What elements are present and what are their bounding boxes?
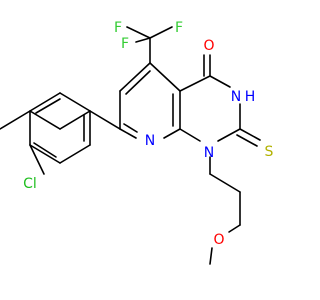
bond-c2-n1 [217, 128, 241, 142]
bond-aryl-ring-3 [29, 144, 61, 164]
bond-aryl-b-c [29, 110, 61, 130]
bond-aryl-cl [29, 144, 45, 175]
molecule-structure-diagram: F F F O N H S N N O Cl [0, 20, 274, 265]
bond-ch2-c-o [228, 224, 241, 233]
bond-aryl-ring-double-2 [33, 142, 57, 158]
bond-ch2-a-ch2-b [209, 173, 241, 193]
bond-aryl-ring-6 [59, 92, 91, 112]
bond-c5-c4a [149, 62, 181, 92]
bond-aryl-ring-double-3 [35, 98, 61, 114]
bond-cf3-f-upper-left [126, 26, 151, 39]
bond-n8-c7-double [123, 123, 138, 133]
atom-o-ether: O [213, 232, 224, 248]
atom-f-upper-left: F [114, 20, 122, 36]
bond-c8a-n8 [163, 128, 181, 139]
atom-o-carbonyl: O [203, 38, 214, 54]
bonds [0, 26, 261, 265]
bond-aryl-ring-5 [29, 92, 61, 112]
atom-n1: N [204, 145, 214, 161]
bond-aryl-ring-2 [59, 144, 91, 164]
bond-c4-n3 [209, 75, 231, 88]
bond-c7-aryl [89, 110, 121, 130]
bond-c6-c5-double [125, 70, 151, 95]
bond-n1-c8a [179, 128, 201, 142]
bond-c2-s [239, 128, 261, 141]
atom-n-pyridine: N [145, 133, 155, 149]
atom-f-left: F [121, 36, 129, 52]
atom-s-thione: S [265, 144, 274, 160]
bond-aryl-c-d [0, 110, 31, 130]
bond-cf3-f-upper-right [149, 26, 173, 39]
bond-c6-c5 [119, 62, 151, 92]
bond-n8-c7 [119, 128, 137, 139]
bond-c4a-c4 [179, 75, 211, 92]
bond-aryl-a-b [59, 110, 91, 130]
bond-c2-s-double [236, 134, 258, 147]
atom-n-ring-h: N [231, 89, 241, 105]
atom-labels: F F F O N H S N N O Cl [23, 20, 273, 248]
atom-cl: Cl [23, 176, 37, 192]
bond-cf3-f-left [135, 37, 151, 43]
atom-h-on-n: H [245, 89, 256, 105]
bond-o-methyl [209, 247, 213, 265]
atom-f-upper-right: F [175, 20, 183, 36]
